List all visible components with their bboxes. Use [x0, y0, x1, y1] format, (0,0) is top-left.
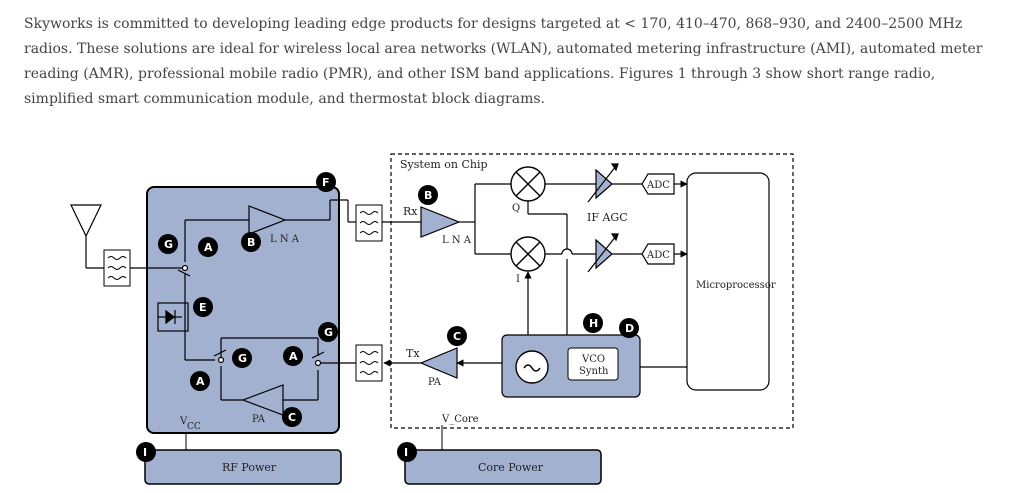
mixer-icon: [510, 236, 546, 272]
if-agc-amplifier-icon: [587, 233, 619, 273]
tx-label: Tx: [406, 347, 420, 360]
svg-text:D: D: [625, 322, 634, 335]
detector-diode-icon: [157, 302, 189, 332]
badge-b: B: [418, 185, 438, 205]
badge-d: D: [619, 318, 639, 338]
badge-h: H: [583, 313, 603, 333]
adc-block: [641, 243, 675, 265]
system-on-chip-boundary: [390, 153, 794, 429]
i-label: I: [516, 274, 520, 285]
v-core-label: V_Core: [441, 414, 479, 425]
soc-pa-amplifier-icon: [419, 347, 458, 379]
q-label: Q: [512, 203, 520, 214]
svg-text:E: E: [199, 301, 207, 314]
front-end-module: [146, 186, 340, 434]
rf-power-block: [144, 449, 342, 485]
svg-text:I: I: [143, 446, 147, 459]
badge-i: I: [136, 442, 156, 462]
microprocessor-label: Microprocessor: [696, 280, 776, 291]
badge-a: A: [190, 371, 210, 391]
filter-icon: [103, 249, 131, 287]
vcc-subscript: CC: [187, 422, 201, 432]
badge-e: E: [193, 297, 213, 317]
adc-label: ADC: [646, 180, 670, 191]
core-power-block: [404, 449, 602, 485]
soc-lna-label: L N A: [442, 235, 472, 246]
svg-text:A: A: [196, 375, 205, 388]
fem-pa-label: PA: [252, 414, 266, 425]
adc-label: ADC: [646, 250, 670, 261]
core-power-label: Core Power: [478, 461, 544, 474]
adc-block: [641, 173, 675, 195]
svg-text:A: A: [204, 241, 213, 254]
system-on-chip-label: System on Chip: [400, 158, 488, 171]
intro-paragraph: Skyworks is committed to developing lead…: [24, 16, 983, 107]
fem-pa-amplifier-icon: [241, 384, 284, 416]
soc-lna-amplifier-icon: [420, 206, 461, 238]
synth-label: Synth: [579, 366, 609, 377]
svg-text:C: C: [453, 330, 461, 343]
svg-text:G: G: [324, 326, 333, 339]
fem-wiring: [130, 199, 356, 401]
vco-label: VCO: [581, 354, 605, 365]
svg-text:C: C: [288, 411, 296, 424]
fem-lna-amplifier-icon: [248, 205, 287, 235]
badge-a: A: [283, 346, 303, 366]
oscillator-icon: [515, 350, 549, 384]
svg-text:I: I: [404, 446, 408, 459]
svg-text:H: H: [589, 317, 598, 330]
svg-text:G: G: [164, 238, 173, 251]
mixer-icon: [510, 166, 546, 202]
antenna-icon: [70, 204, 104, 269]
badge-g: G: [158, 234, 178, 254]
switch-icon: [177, 264, 325, 367]
filter-icon: [355, 344, 383, 382]
svg-text:B: B: [247, 236, 255, 249]
soc-pa-label: PA: [428, 377, 442, 388]
vco-synth-box: [567, 347, 619, 381]
microprocessor-block: [686, 172, 770, 391]
badge-g: G: [318, 322, 338, 342]
svg-text:A: A: [289, 350, 298, 363]
badge-g: G: [232, 348, 252, 368]
filter-icon: [355, 204, 383, 242]
if-agc-label: IF AGC: [587, 211, 628, 224]
svg-text:G: G: [238, 352, 247, 365]
badge-a: A: [198, 237, 218, 257]
svg-text:B: B: [424, 189, 432, 202]
if-agc-amplifier-icon: [587, 163, 619, 203]
badge-i: I: [397, 442, 417, 462]
badge-f: F: [316, 172, 336, 192]
badge-b: B: [241, 232, 261, 252]
fem-lna-label: L N A: [270, 234, 300, 245]
rx-label: Rx: [403, 205, 418, 218]
soc-wiring: [382, 180, 688, 368]
badge-c: C: [447, 326, 467, 346]
vcc-label: V: [179, 416, 188, 427]
badge-c: C: [282, 407, 302, 427]
rf-power-label: RF Power: [222, 461, 277, 474]
svg-text:F: F: [322, 176, 330, 189]
